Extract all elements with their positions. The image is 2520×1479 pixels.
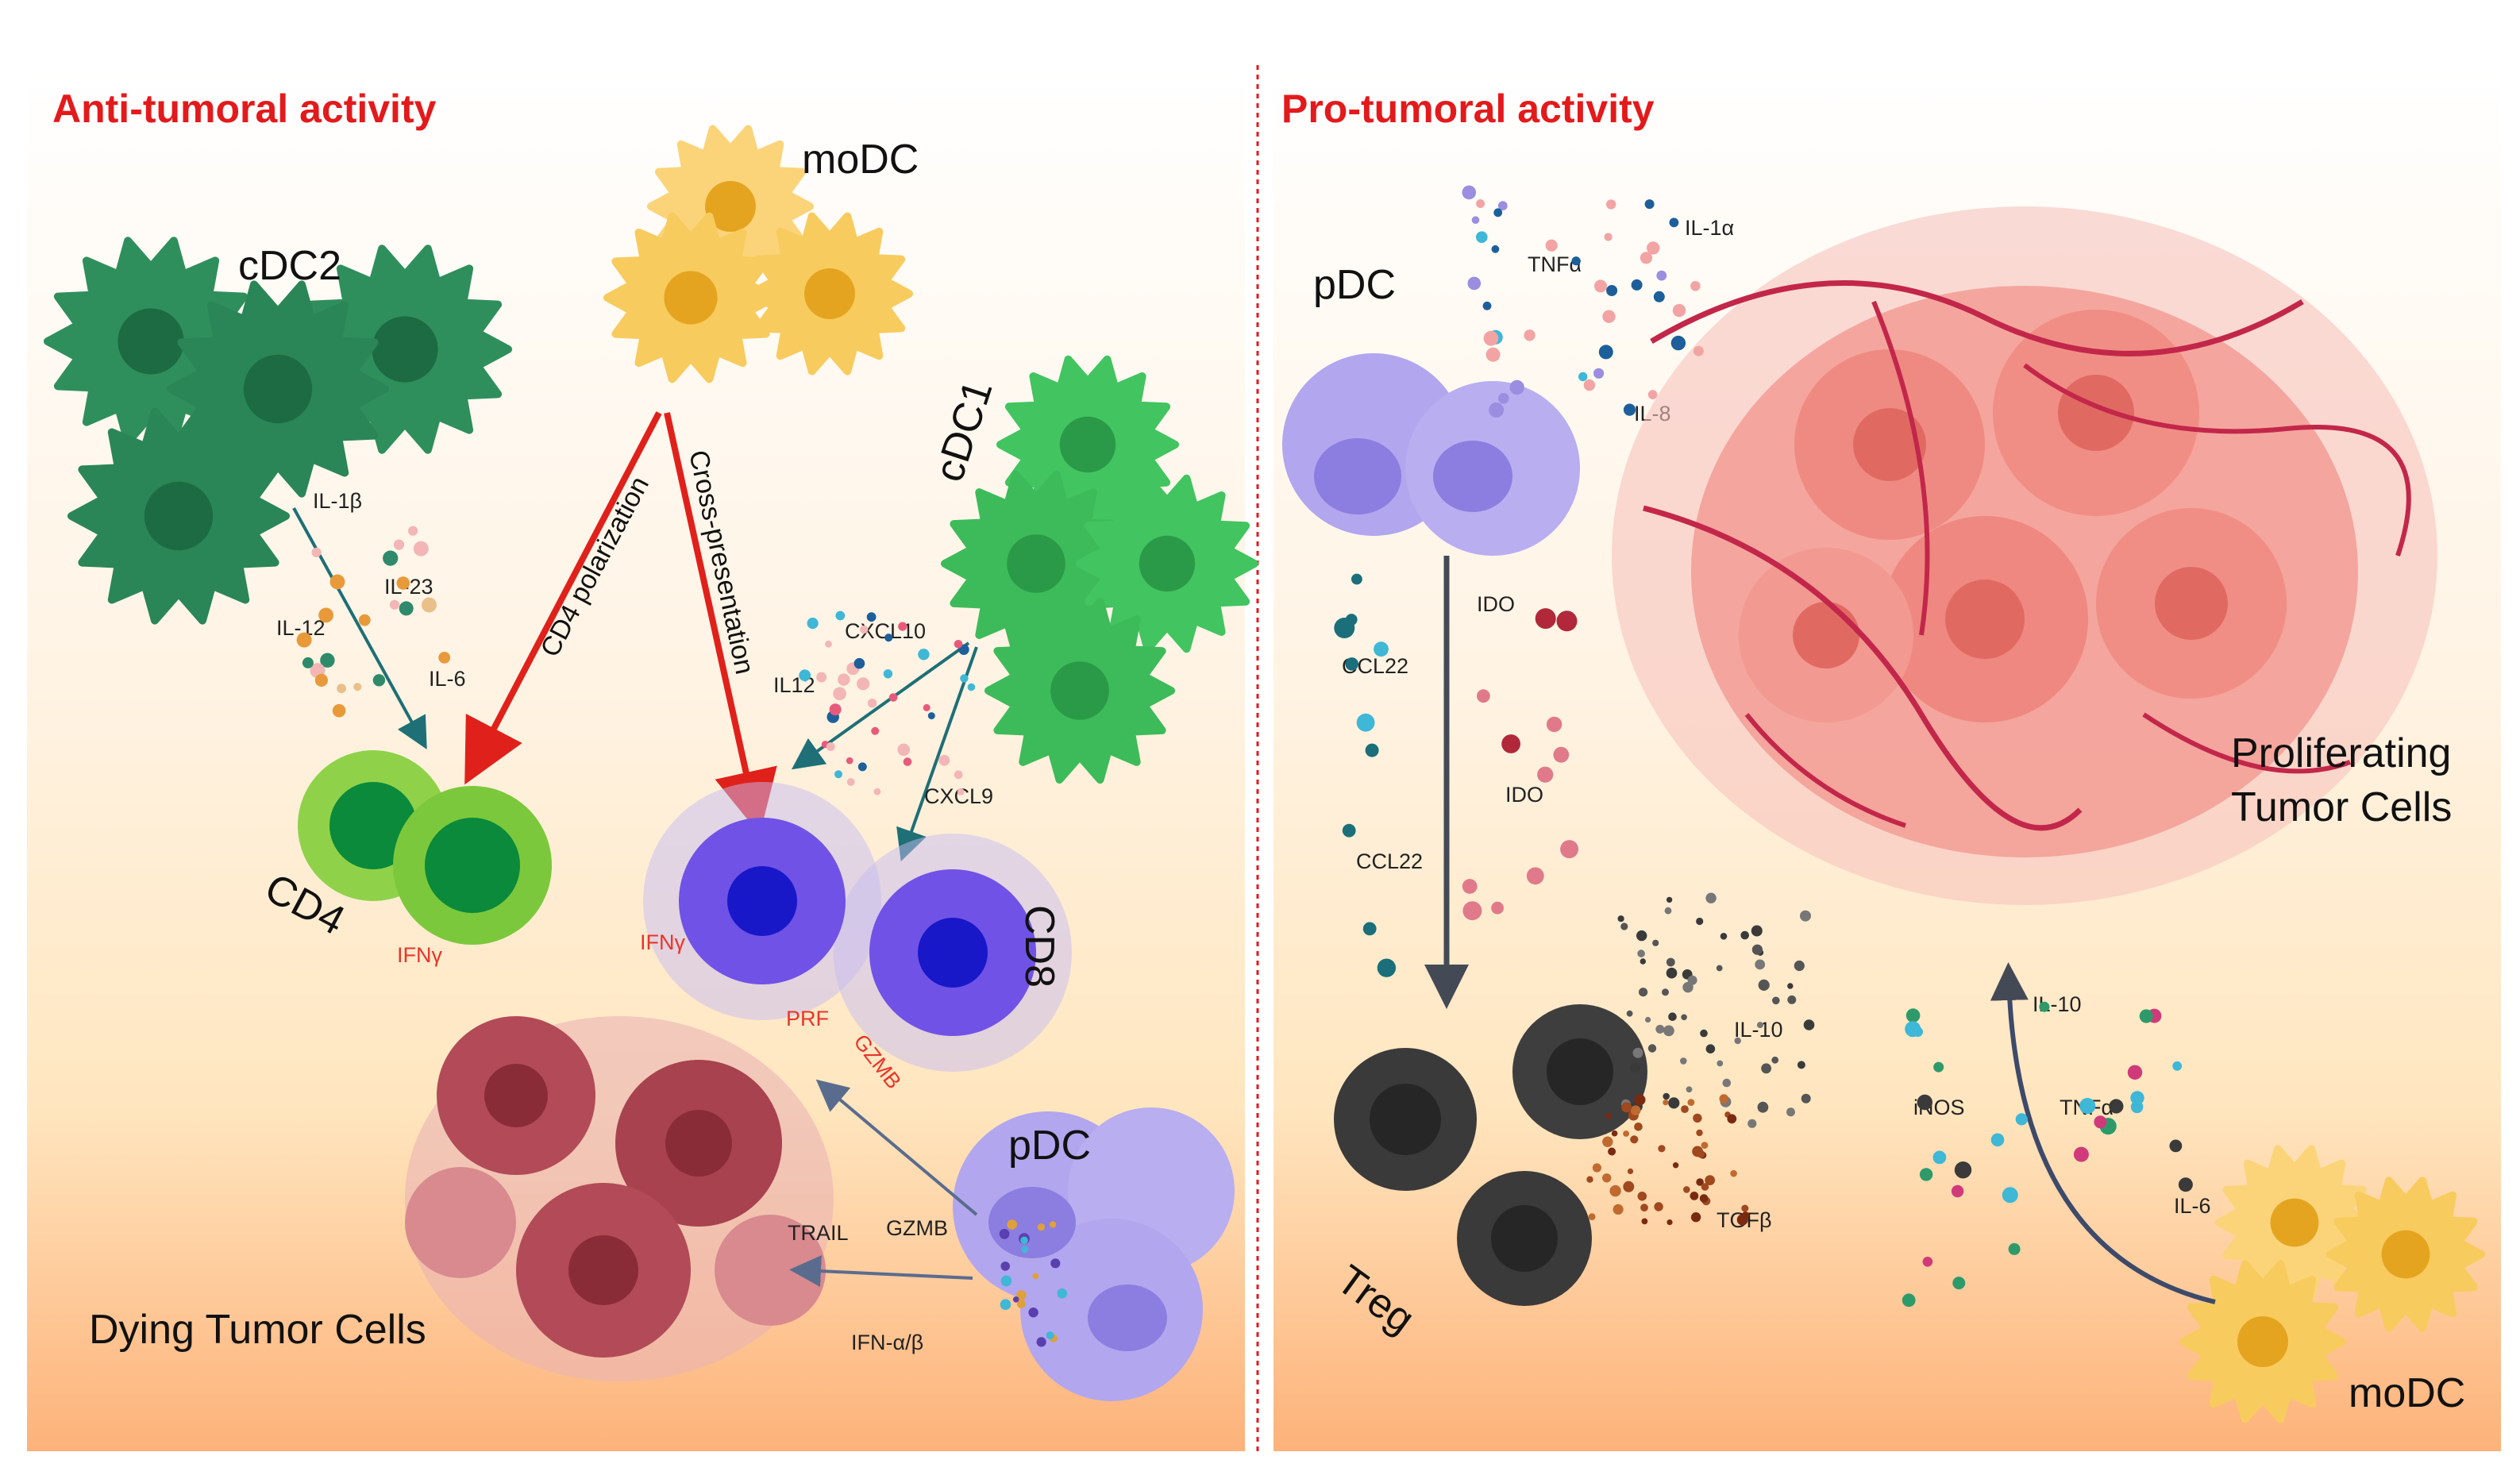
left-pdc-label: pDC [1008, 1123, 1091, 1169]
cdc1-to-cd8-arrow-1 [791, 641, 970, 770]
il1b-label: IL-1β [313, 489, 362, 513]
ccl22-2-label: CCL22 [1356, 849, 1423, 873]
ifng-cd8-label: IFNγ [640, 930, 685, 954]
cross-presentation-arrow [664, 412, 777, 835]
cxcl9-label: CXCL9 [924, 784, 993, 808]
proliferating-label-1: Proliferating [2231, 730, 2451, 776]
il6-right-label: IL-6 [2174, 1194, 2211, 1218]
il1a-label: IL-1α [1685, 216, 1734, 240]
modc-cell-icon [2179, 1145, 2485, 1423]
dying-tumor-icon [405, 1016, 834, 1381]
cd8-label: CD8 [1016, 905, 1062, 988]
tnfa-label: TNFα [1528, 252, 1582, 276]
cdc1-cell-icon [941, 355, 1258, 784]
pdc-to-tumor-arrow-2 [789, 1255, 973, 1288]
modc-to-tumor-arrow [1990, 962, 2216, 1304]
cdc2-to-cd4-arrow [292, 507, 427, 750]
cd4-polarization-arrow [464, 411, 662, 785]
dying-tumor-label: Dying Tumor Cells [89, 1307, 426, 1353]
left-panel-title: Anti-tumoral activity [52, 87, 437, 131]
ifng-cd4-label: IFNγ [397, 943, 442, 967]
gzmb-label: GZMB [886, 1216, 948, 1240]
il6-label: IL-6 [429, 667, 466, 691]
treg-cell-icon [1334, 1004, 1647, 1306]
cdc2-label: cDC2 [238, 243, 341, 289]
pdc-cell-icon [1282, 353, 1580, 556]
trail-label: TRAIL [788, 1221, 849, 1245]
ido1-label: IDO [1477, 592, 1515, 616]
pdc-to-tumor-arrow-1 [815, 1079, 978, 1216]
right-pdc-label: pDC [1313, 262, 1396, 308]
il10b-label: IL-10 [2033, 992, 2082, 1016]
proliferating-tumor-icon [1612, 206, 2437, 905]
right-modc-label: moDC [2349, 1370, 2465, 1416]
modc-cell-icon [603, 125, 913, 383]
proliferating-label-2: Tumor Cells [2231, 784, 2452, 830]
pdc-cell-icon [953, 1107, 1235, 1401]
ifnab-label: IFN-α/β [851, 1331, 923, 1354]
cd8-cell-icon [643, 782, 1072, 1072]
il10-label: IL-10 [1734, 1018, 1783, 1042]
cd4-cell-icon [298, 750, 552, 945]
cytokine-dots [296, 185, 2193, 1347]
ido2-label: IDO [1505, 783, 1543, 807]
modc-label: moDC [802, 137, 919, 183]
cdc2-cell-icon [44, 237, 512, 625]
right-panel-title: Pro-tumoral activity [1281, 87, 1655, 131]
prf-label: PRF [786, 1007, 829, 1030]
